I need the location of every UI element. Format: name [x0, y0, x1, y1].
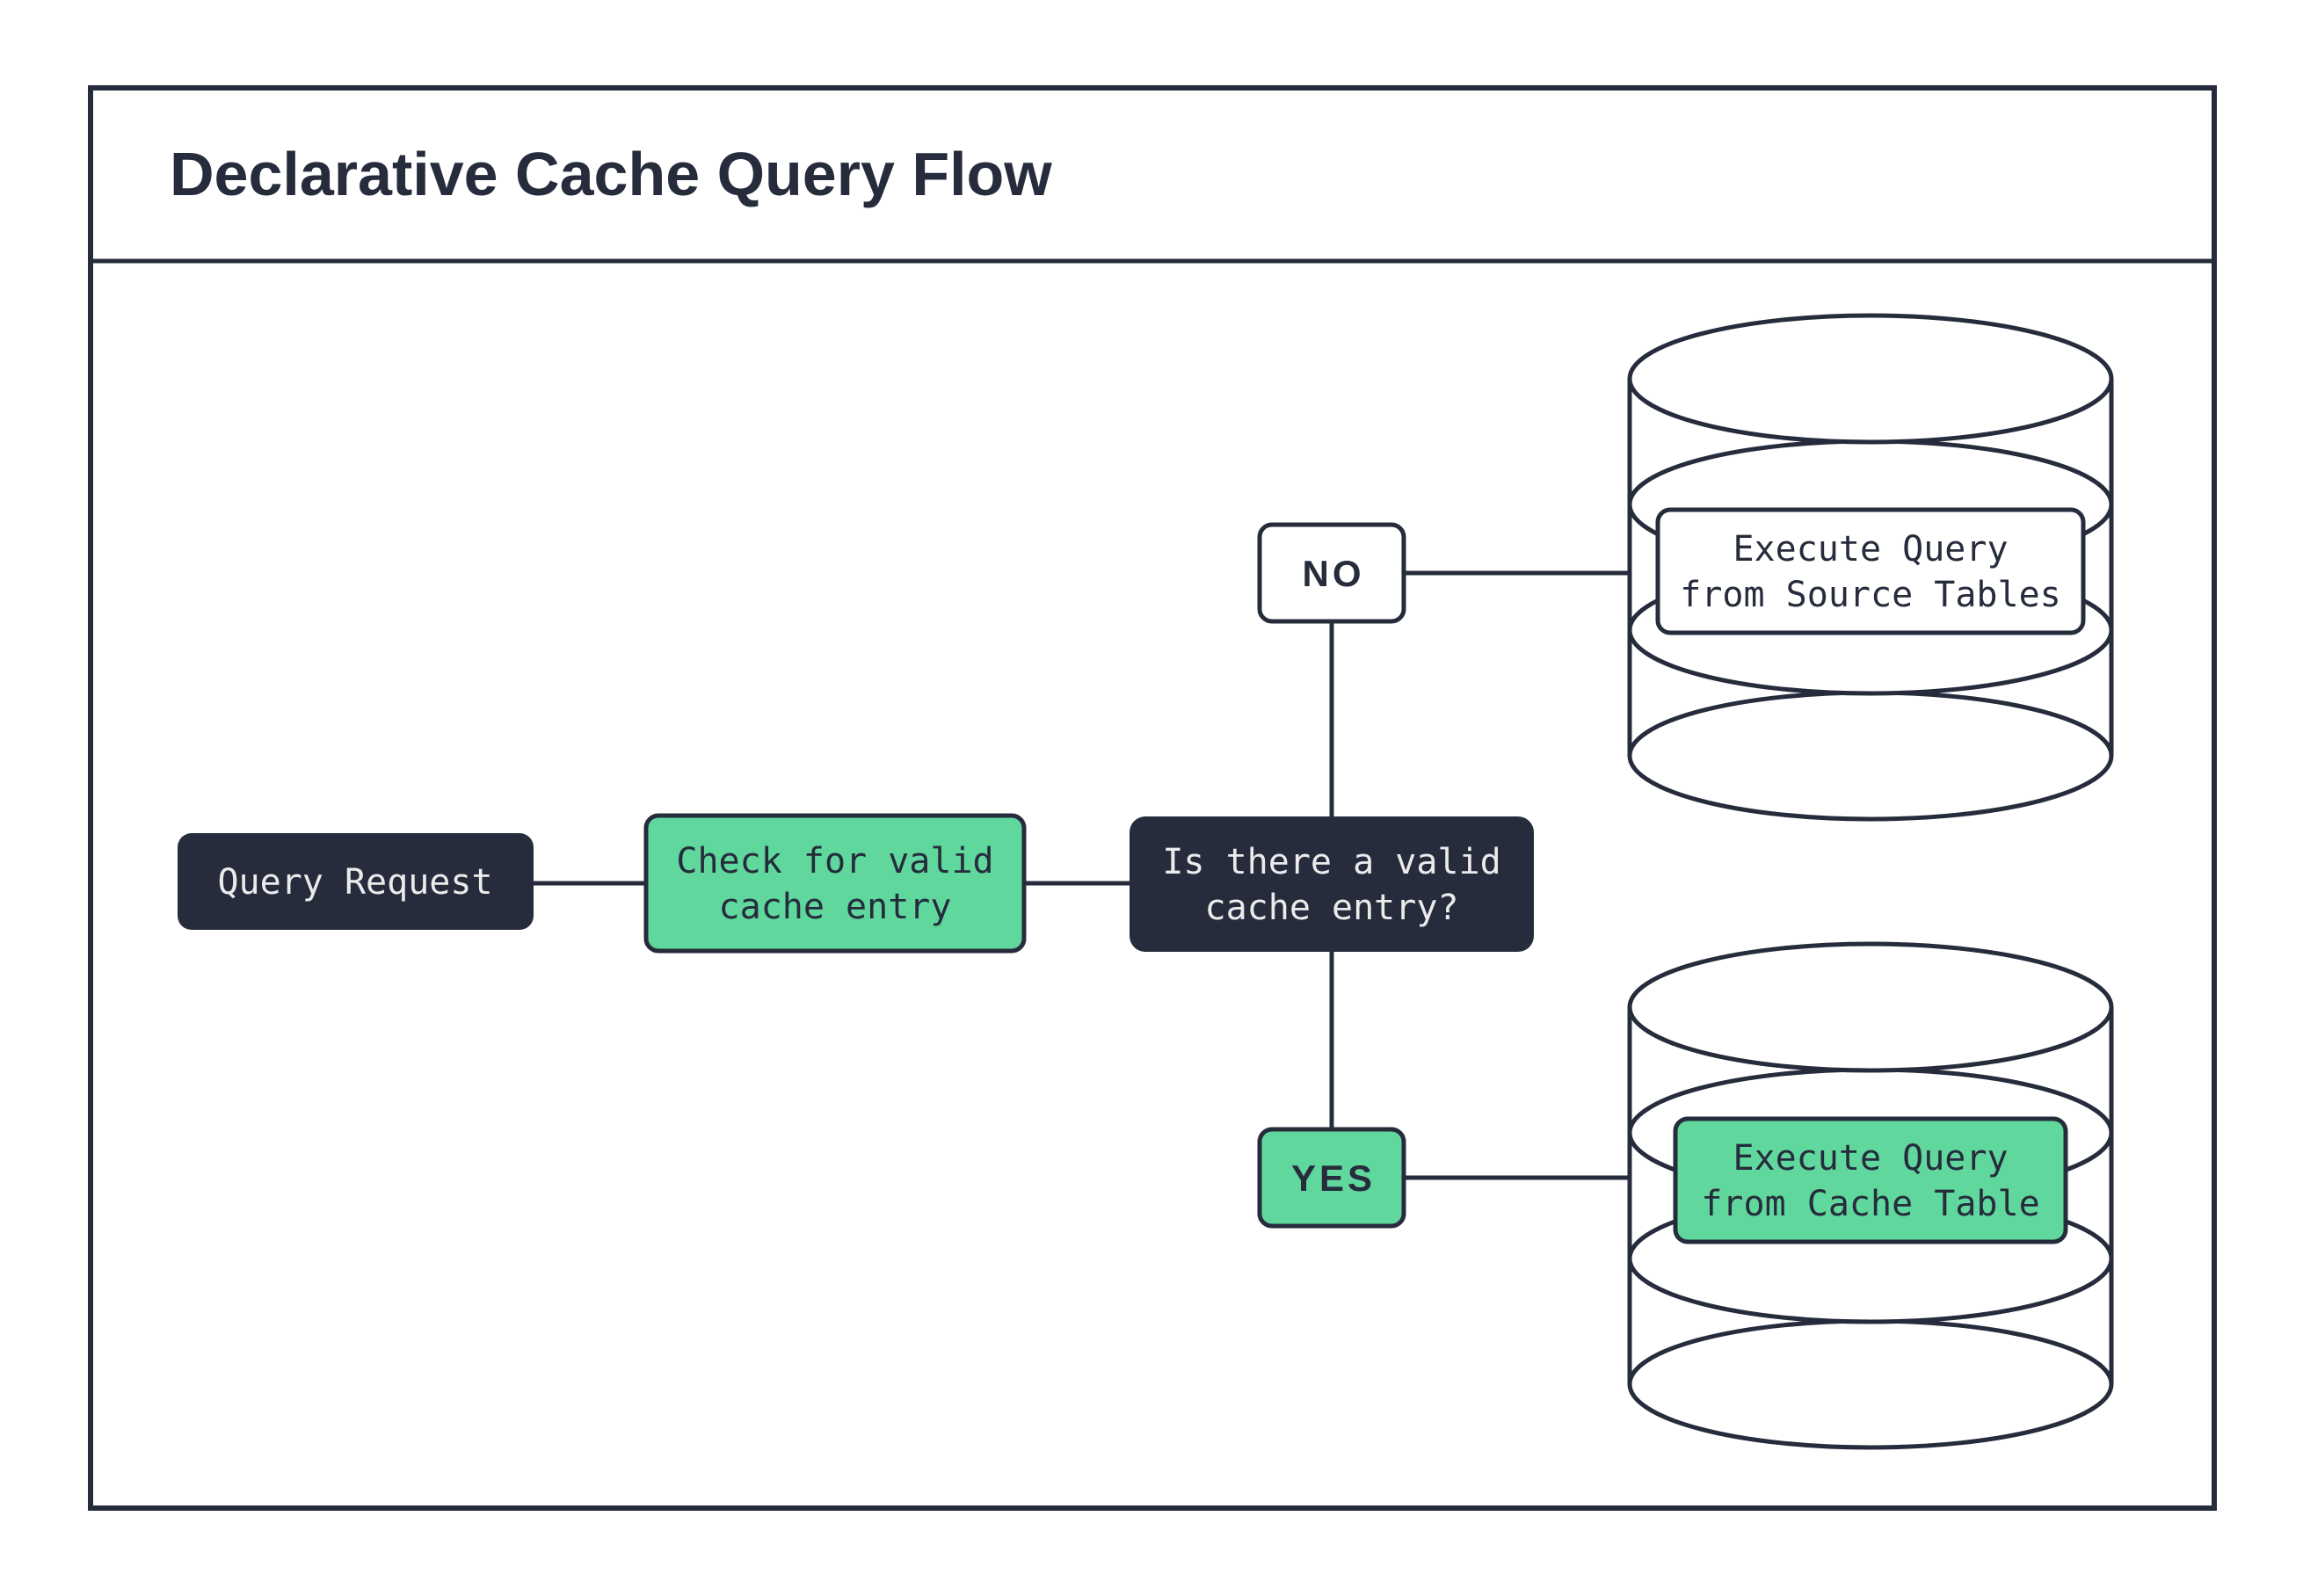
node-query-request: Query Request	[178, 833, 534, 930]
source-db-line1: Execute Query	[1733, 529, 2008, 569]
no-label: NO	[1303, 553, 1365, 594]
node-no-branch: NO	[1257, 522, 1406, 624]
query-request-box	[178, 833, 534, 930]
decision-box	[1130, 816, 1534, 952]
node-yes-branch: YES	[1257, 1127, 1406, 1229]
check-cache-line2: cache entry	[719, 887, 952, 927]
node-decision: Is there a valid cache entry?	[1130, 816, 1534, 952]
check-cache-box	[643, 813, 1027, 954]
decision-line2: cache entry?	[1205, 888, 1459, 928]
diagram-title: Declarative Cache Query Flow	[170, 140, 1052, 208]
node-check-cache: Check for valid cache entry	[643, 813, 1027, 954]
cache-db-line1: Execute Query	[1733, 1138, 2008, 1179]
cache-db-disk-4	[1627, 1318, 2114, 1450]
query-request-label: Query Request	[217, 862, 492, 903]
diagram-frame	[88, 85, 2217, 1511]
yes-box	[1257, 1127, 1406, 1229]
source-db-disk-4	[1627, 690, 2114, 822]
cache-database-icon: Execute Query from Cache Table	[1627, 941, 2114, 1450]
source-db-line2: from Source Tables	[1680, 575, 2060, 615]
yes-label: YES	[1291, 1157, 1376, 1199]
source-database-icon: Execute Query from Source Tables	[1627, 313, 2114, 822]
source-db-disk-1	[1627, 313, 2114, 445]
cache-db-disk-1	[1627, 941, 2114, 1073]
cache-db-label-box	[1673, 1116, 2068, 1244]
source-db-label-box	[1655, 507, 2086, 635]
no-box	[1257, 522, 1406, 624]
decision-line1: Is there a valid	[1162, 842, 1500, 882]
check-cache-line1: Check for valid	[676, 841, 993, 881]
cache-db-line2: from Cache Table	[1701, 1184, 2039, 1224]
